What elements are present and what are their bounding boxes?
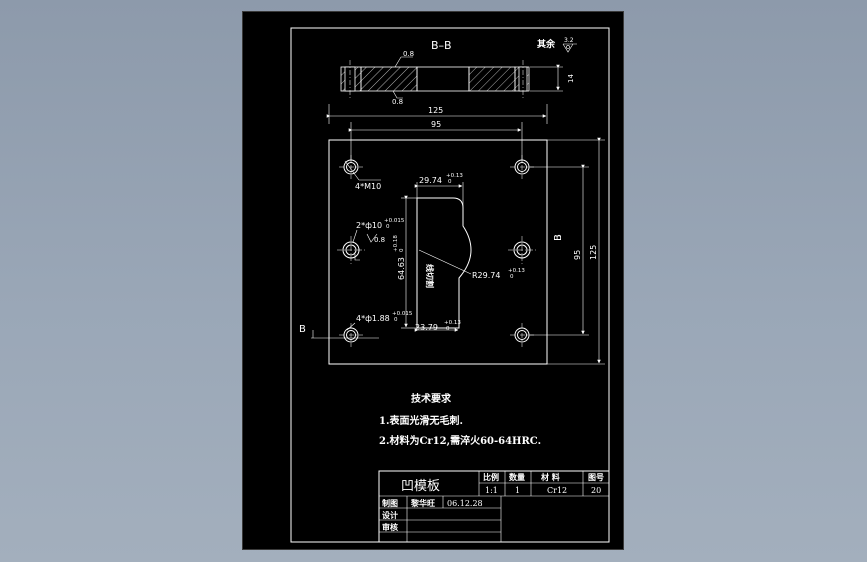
center-marks bbox=[337, 155, 536, 347]
height-dimension-inner: 95 bbox=[529, 164, 589, 336]
drawing-canvas: B–B 其余 3.2 0.8 0.8 14 125 bbox=[290, 27, 610, 543]
svg-text:审核: 审核 bbox=[382, 522, 398, 532]
svg-text:+0.18: +0.18 bbox=[393, 235, 399, 252]
section-cut-line: B B bbox=[299, 234, 564, 339]
svg-text:125: 125 bbox=[589, 245, 598, 260]
ra-top-annotation: 0.8 bbox=[394, 50, 414, 68]
svg-text:设计: 设计 bbox=[382, 510, 398, 520]
svg-text:23.79: 23.79 bbox=[415, 323, 438, 332]
hole-bottom-note: 4*ф1.88 +0.015 0 bbox=[346, 311, 413, 331]
svg-text:4*M10: 4*M10 bbox=[355, 182, 381, 191]
svg-text:图号: 图号 bbox=[588, 472, 604, 482]
drawing-sheet: B–B 其余 3.2 0.8 0.8 14 125 bbox=[242, 11, 624, 550]
width-dimension-outer: 125 bbox=[326, 104, 548, 124]
svg-text:0: 0 bbox=[394, 317, 398, 323]
svg-text:4*ф1.88: 4*ф1.88 bbox=[356, 314, 390, 323]
svg-text:+0.13: +0.13 bbox=[444, 320, 461, 326]
svg-text:0: 0 bbox=[446, 326, 450, 332]
cavity-bottom-dimension: 23.79 +0.13 0 bbox=[414, 320, 461, 332]
thickness-dimension: 14 bbox=[530, 64, 575, 92]
tech-line-1: 1.表面光滑无毛刺. bbox=[379, 414, 463, 427]
width-dimension-inner: 95 bbox=[348, 120, 523, 162]
svg-text:Cr12: Cr12 bbox=[547, 486, 567, 495]
svg-text:B: B bbox=[299, 324, 306, 335]
svg-text:0.8: 0.8 bbox=[392, 98, 403, 106]
svg-text:2*ф10: 2*ф10 bbox=[356, 221, 382, 230]
height-dimension-outer: 125 bbox=[547, 137, 605, 365]
svg-text:95: 95 bbox=[431, 120, 441, 129]
tech-line-2: 2.材料为Cr12,需淬火60-64HRC. bbox=[379, 434, 541, 447]
svg-text:95: 95 bbox=[573, 250, 582, 260]
svg-text:3.2: 3.2 bbox=[564, 37, 574, 44]
cavity-height-dimension: 64.63 +0.18 0 bbox=[393, 195, 417, 329]
svg-text:R29.74: R29.74 bbox=[472, 271, 500, 280]
svg-text:29.74: 29.74 bbox=[419, 176, 442, 185]
svg-text:64.63: 64.63 bbox=[397, 257, 406, 280]
cavity-note: 线切割 bbox=[425, 264, 435, 288]
svg-text:0: 0 bbox=[510, 274, 514, 280]
part-name: 凹模板 bbox=[401, 479, 440, 494]
svg-text:+0.13: +0.13 bbox=[508, 268, 525, 274]
svg-text:制图: 制图 bbox=[382, 498, 398, 508]
svg-text:0.8: 0.8 bbox=[374, 236, 385, 244]
tech-heading: 技术要求 bbox=[411, 392, 452, 405]
svg-text:黎华旺: 黎华旺 bbox=[411, 498, 435, 508]
svg-text:+0.015: +0.015 bbox=[384, 218, 405, 224]
title-block: 凹模板 比例 数量 材 料 图号 1:1 1 Cr12 20 制图 黎华旺 06… bbox=[378, 470, 610, 543]
svg-text:1: 1 bbox=[515, 486, 520, 495]
svg-text:06.12.28: 06.12.28 bbox=[447, 499, 483, 508]
svg-text:0: 0 bbox=[399, 248, 405, 252]
svg-text:材 料: 材 料 bbox=[541, 472, 560, 482]
plate-outline bbox=[328, 139, 548, 365]
svg-text:0: 0 bbox=[448, 179, 452, 185]
svg-text:20: 20 bbox=[591, 486, 601, 495]
drawing-border bbox=[290, 27, 610, 543]
svg-text:0.8: 0.8 bbox=[403, 50, 414, 58]
svg-text:1:1: 1:1 bbox=[485, 486, 498, 495]
cavity-outline bbox=[416, 197, 472, 329]
hole10-note: 2*ф10 +0.015 0 0.8 bbox=[352, 218, 405, 261]
svg-text:0: 0 bbox=[386, 224, 390, 230]
dowel-holes bbox=[342, 241, 531, 259]
section-view bbox=[340, 60, 530, 98]
radius-dimension: R29.74 +0.13 0 bbox=[418, 249, 525, 280]
svg-text:其余: 其余 bbox=[537, 38, 556, 50]
svg-text:B: B bbox=[553, 234, 564, 241]
roughness-symbol: 其余 3.2 bbox=[537, 37, 577, 53]
m10-note: 4*M10 bbox=[344, 160, 381, 191]
svg-text:+0.13: +0.13 bbox=[446, 173, 463, 179]
technical-requirements: 技术要求 1.表面光滑无毛刺. 2.材料为Cr12,需淬火60-64HRC. bbox=[379, 392, 541, 447]
section-label: B–B bbox=[431, 39, 452, 52]
ra-bottom-annotation: 0.8 bbox=[392, 90, 403, 106]
svg-text:+0.015: +0.015 bbox=[392, 311, 413, 317]
svg-text:比例: 比例 bbox=[483, 472, 499, 482]
svg-text:125: 125 bbox=[428, 106, 443, 115]
svg-text:14: 14 bbox=[567, 74, 575, 83]
svg-text:数量: 数量 bbox=[509, 472, 525, 482]
cavity-top-dimension: 29.74 +0.13 0 bbox=[414, 173, 463, 208]
